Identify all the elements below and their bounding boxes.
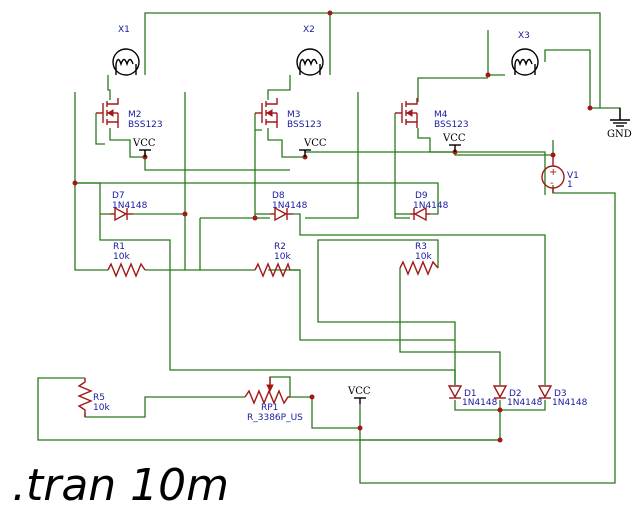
vcc-symbol-rp1: VCC <box>347 386 371 404</box>
spice-directive: .tran 10m <box>12 460 229 511</box>
diode-d3: D3 1N4148 <box>537 385 588 408</box>
r3-value: 10k <box>415 252 432 262</box>
m4-ref: M4 <box>434 110 448 120</box>
vcc-symbol-m4: VCC <box>442 133 466 152</box>
m2-value: BSS123 <box>128 120 163 130</box>
r2-value: 10k <box>274 252 291 262</box>
r3-ref: R3 <box>415 242 427 252</box>
diode-d8: D8 1N4148 <box>270 191 308 222</box>
svg-text:-: - <box>550 178 554 189</box>
resistor-r2: R2 10k <box>254 242 291 278</box>
diode-d9: D9 1N4148 <box>410 191 449 222</box>
junctions <box>72 10 593 443</box>
diode-d7: D7 1N4148 <box>110 191 148 222</box>
mosfet-m2: M2 BSS123 <box>96 98 163 130</box>
svg-text:+: + <box>549 167 557 178</box>
v1-ref: V1 <box>567 171 579 181</box>
m2-ref: M2 <box>128 110 142 120</box>
d7-ref: D7 <box>112 191 125 201</box>
lamp-x2: X2 <box>296 25 324 76</box>
m3-value: BSS123 <box>287 120 322 130</box>
resistor-r5: R5 10k <box>77 378 110 417</box>
voltage-source-v1: + - V1 1 <box>541 155 579 193</box>
diode-d2: D2 1N4148 <box>492 385 543 408</box>
d7-value: 1N4148 <box>112 201 148 211</box>
vcc-symbol-m2: VCC <box>132 138 156 157</box>
v1-value: 1 <box>567 180 573 190</box>
diode-d1: D1 1N4148 <box>447 385 498 408</box>
x3-ref: X3 <box>518 31 530 41</box>
r5-value: 10k <box>93 403 110 413</box>
d8-value: 1N4148 <box>272 201 308 211</box>
d2-ref: D2 <box>509 389 522 399</box>
vcc-label-m4: VCC <box>442 133 466 144</box>
vcc-label-rp1: VCC <box>347 386 371 397</box>
d2-value: 1N4148 <box>507 398 543 408</box>
d1-value: 1N4148 <box>462 398 498 408</box>
d1-ref: D1 <box>464 389 477 399</box>
potentiometer-rp1: RP1 R_3386P_US <box>244 377 303 423</box>
r2-ref: R2 <box>274 242 286 252</box>
gnd-label: GND <box>607 129 632 140</box>
m4-value: BSS123 <box>434 120 469 130</box>
d8-ref: D8 <box>272 191 285 201</box>
mosfet-m4: M4 BSS123 <box>395 98 469 130</box>
r1-ref: R1 <box>113 242 125 252</box>
rp1-ref: RP1 <box>261 403 278 413</box>
gnd-symbol: GND <box>607 108 632 140</box>
resistor-r1: R1 10k <box>107 242 146 278</box>
r5-ref: R5 <box>93 393 105 403</box>
x1-ref: X1 <box>118 25 130 35</box>
vcc-label-m2: VCC <box>132 138 156 149</box>
d3-ref: D3 <box>554 389 567 399</box>
mosfet-m3: M3 BSS123 <box>255 98 322 130</box>
lamp-x3: X3 <box>511 31 539 76</box>
lamp-x1: X1 <box>112 25 140 76</box>
vcc-symbol-m3: VCC <box>299 138 327 157</box>
resistor-r3: R3 10k <box>399 242 439 276</box>
d3-value: 1N4148 <box>552 398 588 408</box>
r1-value: 10k <box>113 252 130 262</box>
d9-ref: D9 <box>415 191 428 201</box>
rp1-value: R_3386P_US <box>247 413 303 423</box>
m3-ref: M3 <box>287 110 301 120</box>
vcc-label-m3: VCC <box>303 138 327 149</box>
x2-ref: X2 <box>303 25 315 35</box>
d9-value: 1N4148 <box>413 201 449 211</box>
wires <box>37 12 621 484</box>
